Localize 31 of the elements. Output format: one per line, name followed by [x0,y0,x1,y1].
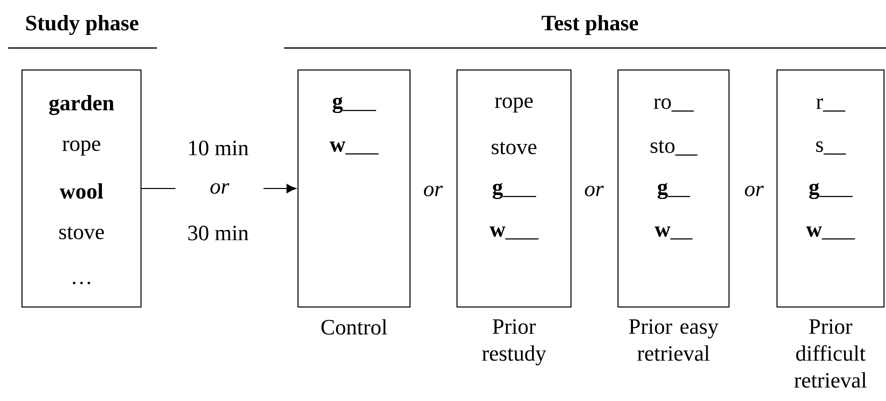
delay-label: 10 min [189,140,248,156]
word: g___ [332,96,376,114]
word: s__ [816,141,846,155]
or-label: or [584,186,604,196]
word: ro__ [654,98,694,112]
or-label: or [744,186,764,196]
word: garden [49,94,114,116]
word: wool [60,183,104,199]
word: g___ [809,182,853,200]
word: stove [59,226,104,240]
word: r__ [816,98,846,112]
word: g___ [492,182,536,200]
word: rope [494,98,533,112]
edge-label: or [176,181,264,196]
word: sto__ [650,140,698,156]
condition-label: Prior restudy [482,319,546,366]
phase-heading: Test phase [542,15,638,35]
word: rope [62,140,100,156]
delay-label: 30 min [188,226,248,240]
condition-label: Control [321,319,388,335]
condition-label: Prior easy retrieval [629,319,718,361]
word: g__ [658,182,690,200]
condition-label: Prior difficult retrieval [794,319,867,388]
word: w__ [654,226,693,240]
phase-heading: Study phase [26,15,138,35]
word: w___ [330,142,379,154]
or-label: or [424,186,443,196]
word: w___ [490,226,539,240]
word: w___ [806,226,856,240]
word: … [72,282,90,284]
word: stove [492,142,536,154]
